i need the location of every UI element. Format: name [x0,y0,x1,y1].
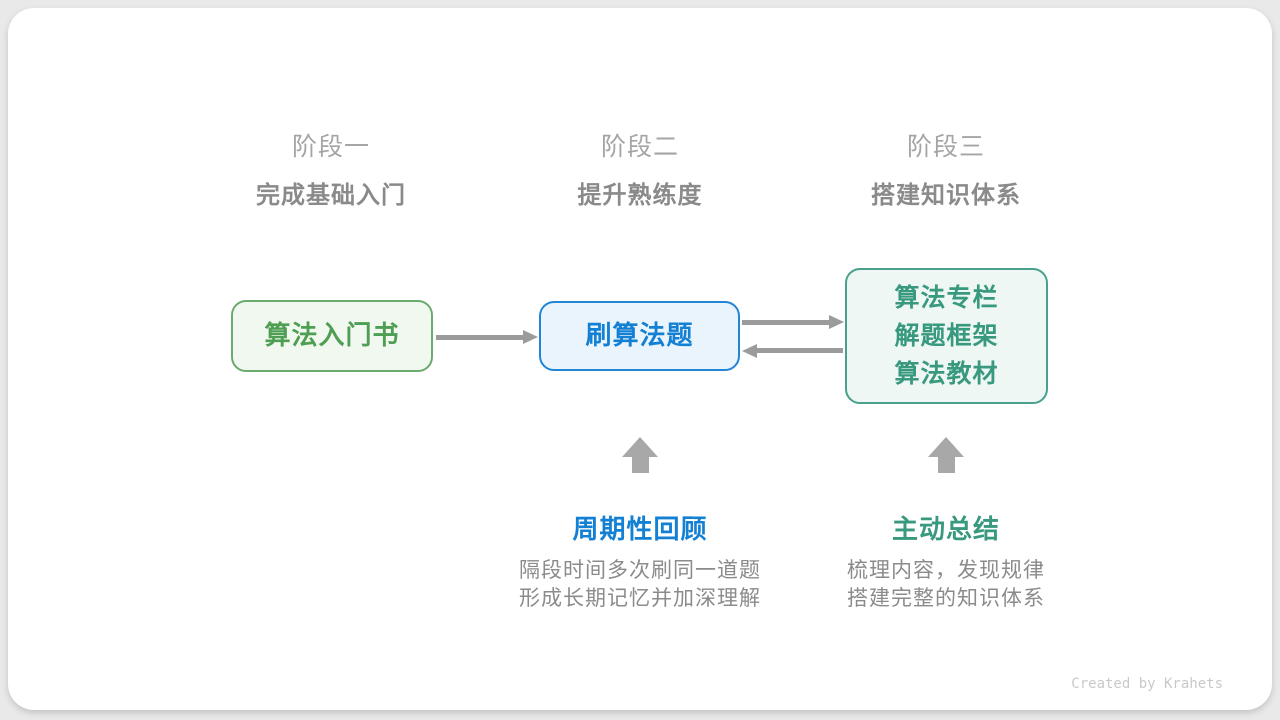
stage-1-subtitle: 完成基础入门 [256,182,406,209]
annotation-desc-active-summary: 梳理内容，发现规律 搭建完整的知识体系 [786,557,1106,613]
node-line-solution-framework: 解题框架 [894,322,999,350]
annotation-title-active-summary: 主动总结 [891,514,1000,544]
node-line-algorithm-column: 算法专栏 [894,284,999,312]
up-arrow-icon [622,437,658,473]
stage-1-label: 阶段一 [291,133,370,161]
annotation-desc-line: 隔段时间多次刷同一道题 [519,559,761,582]
watermark-credit: Created by Krahets [1071,676,1223,692]
arrow-right-icon [523,330,538,344]
annotation-desc-line: 搭建完整的知识体系 [847,587,1045,610]
node-line-algorithm-textbook: 算法教材 [894,360,999,388]
node-practice-problems: 刷算法题 [539,301,740,371]
arrow-box1-to-box2-line [436,335,524,340]
node-intro-book: 算法入门书 [231,300,433,372]
arrow-box3-to-box2-line [756,348,843,353]
up-arrow-stem [937,457,955,473]
annotation-desc-line: 形成长期记忆并加深理解 [519,587,761,610]
stage-3-label: 阶段三 [906,133,985,161]
arrow-box2-to-box3-line [742,320,830,325]
node-knowledge-resources: 算法专栏 解题框架 算法教材 [845,268,1048,404]
up-arrow-head [928,437,964,457]
up-arrow-head [622,437,658,457]
stage-2-subtitle: 提升熟练度 [577,182,703,209]
annotation-title-periodic-review: 周期性回顾 [572,514,708,544]
up-arrow-icon [928,437,964,473]
arrow-left-icon [742,344,757,358]
stage-3-subtitle: 搭建知识体系 [871,182,1021,209]
annotation-desc-periodic-review: 隔段时间多次刷同一道题 形成长期记忆并加深理解 [480,557,800,613]
up-arrow-stem [631,457,649,473]
stage-2-label: 阶段二 [600,133,679,161]
annotation-desc-line: 梳理内容，发现规律 [847,559,1045,582]
arrow-right-icon [829,315,844,329]
